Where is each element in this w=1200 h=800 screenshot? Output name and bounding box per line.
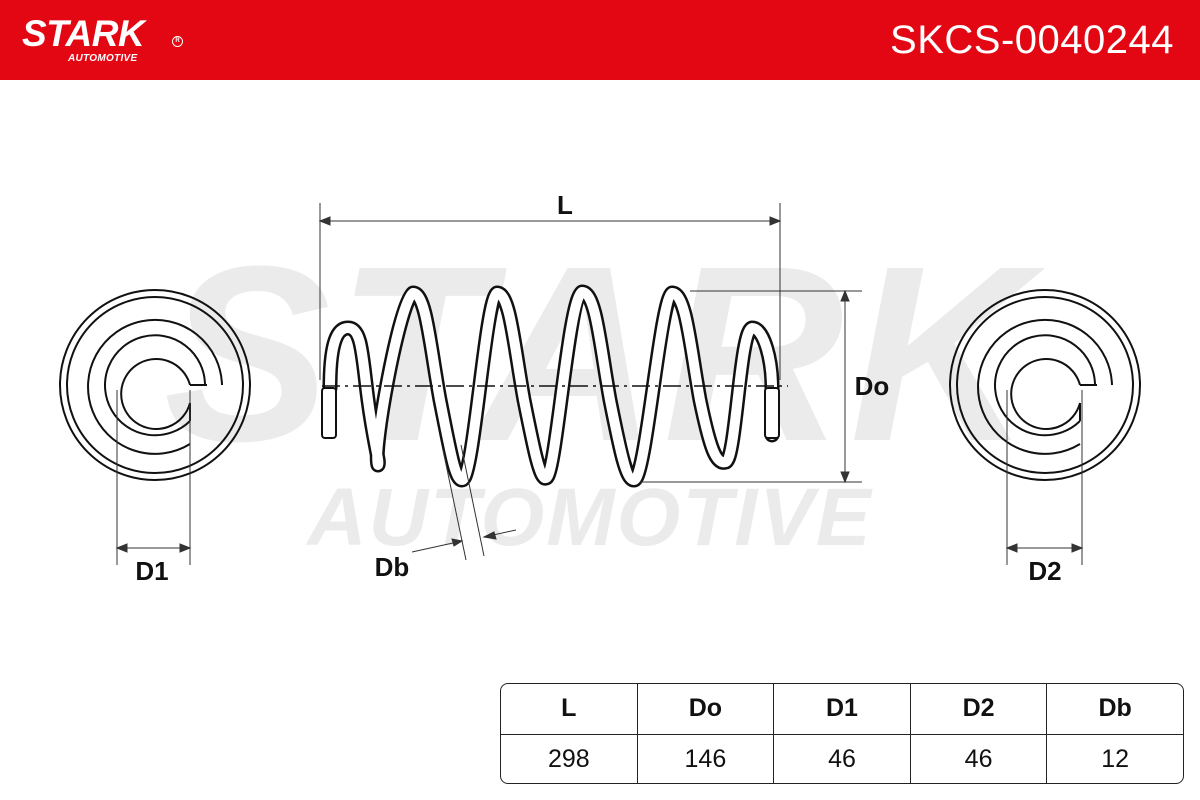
dimension-db — [411, 444, 517, 561]
logo-wordmark: STARK — [22, 13, 145, 54]
spec-header-do: Do — [636, 684, 774, 734]
registered-icon: R — [172, 36, 183, 47]
dimension-do — [640, 289, 862, 484]
label-do: Do — [855, 371, 890, 401]
spec-table: L Do D1 D2 Db 298 146 46 46 12 — [500, 683, 1184, 784]
spring-diagram: STARK AUTOMOTIVE D1 D2 — [59, 190, 1141, 586]
spec-header-d1: D1 — [773, 684, 910, 734]
logo-subtitle: AUTOMOTIVE — [68, 53, 138, 64]
spec-value-l: 298 — [547, 744, 590, 773]
spec-header-db: Db — [1046, 684, 1183, 734]
watermark: STARK AUTOMOTIVE — [164, 214, 1040, 563]
label-l: L — [557, 190, 573, 220]
spec-header-d2: D2 — [909, 684, 1047, 734]
dimension-d2 — [1005, 390, 1084, 565]
label-d1: D1 — [135, 556, 168, 586]
spec-value-do: 146 — [636, 734, 774, 783]
label-db: Db — [375, 552, 410, 582]
stark-logo: STARK R AUTOMOTIVE — [22, 14, 192, 70]
spring-side-view — [321, 284, 788, 488]
spec-header-row: L Do D1 D2 Db — [501, 684, 1183, 734]
end-view-left — [59, 289, 251, 481]
spec-value-row: 298 146 46 46 12 — [501, 733, 1183, 783]
part-number: SKCS-0040244 — [890, 18, 1174, 62]
spec-value-d2: 46 — [909, 734, 1047, 783]
spec-value-db: 12 — [1046, 734, 1183, 783]
dimension-d1 — [115, 390, 192, 565]
end-view-right — [949, 289, 1141, 481]
spec-value-d1: 46 — [773, 734, 910, 783]
spec-header-l: L — [561, 694, 577, 723]
header-bar: STARK R AUTOMOTIVE SKCS-0040244 — [0, 0, 1200, 80]
watermark-line2: AUTOMOTIVE — [305, 472, 872, 563]
label-d2: D2 — [1028, 556, 1061, 586]
